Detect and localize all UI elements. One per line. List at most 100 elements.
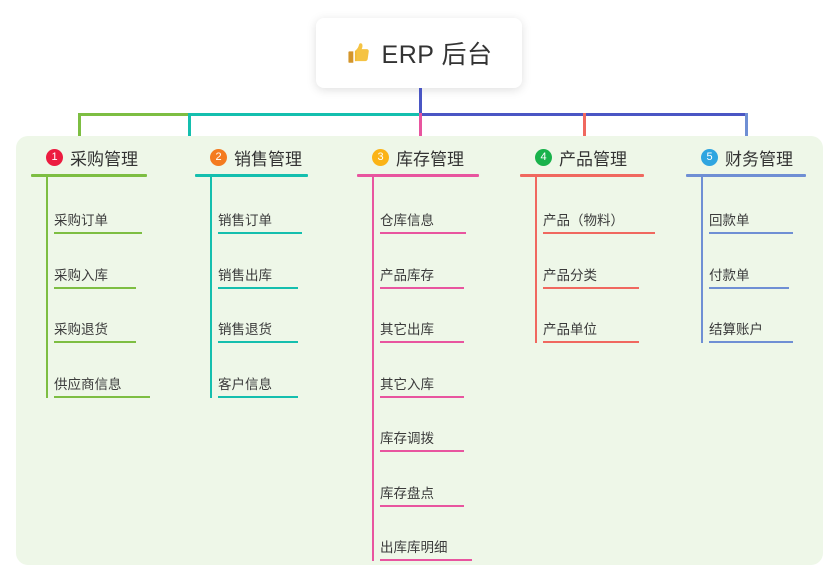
module-title-1: 采购管理 [70,150,138,169]
module-item[interactable]: 产品（物料） [543,202,669,234]
module-spine-5 [701,174,703,343]
module-header-3[interactable]: 3 库存管理 [372,145,464,170]
module-spine-1 [46,174,48,398]
module-item[interactable]: 供应商信息 [54,366,164,398]
module-title-2: 销售管理 [234,150,302,169]
module-item[interactable]: 采购入库 [54,257,150,289]
module-item-label: 销售出库 [218,267,272,283]
module-spine-3 [372,174,374,561]
module-header-4[interactable]: 4 产品管理 [535,145,627,170]
module-item-label: 销售订单 [218,213,272,228]
bus-segment-2 [188,113,419,116]
module-item[interactable]: 回款单 [709,202,807,234]
module-item[interactable]: 客户信息 [218,366,312,398]
module-item[interactable]: 采购退货 [54,311,150,343]
module-header-rule-5 [686,174,806,177]
module-item-label: 销售退货 [218,322,272,337]
module-header-5[interactable]: 5 财务管理 [701,145,793,170]
modules-panel: 1 采购管理采购订单采购入库采购退货供应商信息 2 销售管理销售订单销售出库销售退货客… [16,136,823,565]
module-item-rule [709,341,793,343]
module-header-2[interactable]: 2 销售管理 [210,145,302,170]
drop-line-2 [188,113,191,142]
module-badge-5: 5 [701,149,718,166]
module-item-label: 库存调拨 [380,431,434,446]
module-item[interactable]: 出库库明细 [380,529,486,561]
module-column-4: 4 产品管理产品（物料） 产品分类产品单位 [520,136,665,565]
module-item-label: 其它入库 [380,376,434,392]
module-item[interactable]: 其它入库 [380,366,478,398]
drop-line-3 [419,113,422,142]
module-item[interactable]: 库存调拨 [380,420,478,452]
module-column-2: 2 销售管理销售订单销售出库销售退货客户信息 [195,136,329,565]
module-item[interactable]: 其它出库 [380,311,478,343]
title-inner: ERP 后台 [346,35,493,71]
module-item-rule [218,286,298,289]
module-badge-3: 3 [372,149,389,166]
drop-line-4 [583,113,586,142]
module-spine-4 [535,174,537,343]
module-item-rule [218,232,302,234]
module-title-3: 库存管理 [396,150,464,169]
module-item-label: 供应商信息 [54,376,122,392]
module-item-rule [380,450,464,452]
module-item-label: 其它出库 [380,322,434,337]
module-item-rule [380,395,464,398]
module-item[interactable]: 库存盘点 [380,475,478,507]
module-item-label: 出库库明细 [380,540,448,555]
module-item-rule [54,395,150,398]
module-header-rule-3 [357,174,479,177]
module-item[interactable]: 结算账户 [709,311,807,343]
drop-line-5 [745,113,748,142]
module-item-label: 产品单位 [543,322,597,337]
module-item[interactable]: 销售退货 [218,311,312,343]
thumbs-up-icon [347,43,369,63]
module-item-label: 付款单 [709,267,750,283]
module-item-rule [54,341,136,343]
module-item-label: 客户信息 [218,376,272,392]
module-column-3: 3 库存管理仓库信息产品库存其它出库其它入库库存调拨库存盘点出库库明细 [357,136,499,565]
module-item-rule [218,395,298,398]
module-item[interactable]: 付款单 [709,257,803,289]
module-column-1: 1 采购管理采购订单采购入库采购退货供应商信息 [31,136,167,565]
module-item-rule [380,286,464,289]
module-item-label: 采购入库 [54,267,108,283]
module-header-rule-2 [195,174,308,177]
module-item[interactable]: 产品单位 [543,311,653,343]
module-item-label: 产品（物料） [543,213,624,228]
module-title-4: 产品管理 [559,150,627,169]
module-item-label: 采购订单 [54,213,108,228]
module-header-rule-4 [520,174,644,177]
module-item-rule [543,232,655,234]
module-item[interactable]: 产品库存 [380,257,478,289]
module-header-rule-1 [31,174,147,177]
module-item-label: 仓库信息 [380,213,434,228]
module-spine-2 [210,174,212,398]
bus-segment-3 [419,113,745,116]
module-item[interactable]: 仓库信息 [380,202,480,234]
module-title-5: 财务管理 [725,150,793,169]
drop-line-1 [78,113,81,142]
module-item-rule [380,341,464,343]
module-header-1[interactable]: 1 采购管理 [46,145,138,170]
module-item-rule [380,232,466,234]
module-item-rule [709,232,793,234]
module-item-rule [543,341,639,343]
module-badge-1: 1 [46,149,63,166]
module-item-rule [54,286,136,289]
root-node-erp-backend[interactable]: ERP 后台 [316,18,522,88]
module-item[interactable]: 销售订单 [218,202,316,234]
module-item-rule [709,286,789,289]
trunk-line [419,88,422,116]
module-item[interactable]: 采购订单 [54,202,156,234]
module-item-label: 库存盘点 [380,485,434,501]
page-title: ERP 后台 [381,41,493,69]
module-badge-2: 2 [210,149,227,166]
module-badge-4: 4 [535,149,552,166]
module-item-rule [218,341,298,343]
module-item[interactable]: 产品分类 [543,257,653,289]
module-item-label: 结算账户 [709,322,763,337]
module-column-5: 5 财务管理回款单付款单结算账户 [686,136,827,565]
module-item[interactable]: 销售出库 [218,257,312,289]
module-item-rule [380,504,464,507]
module-item-rule [380,559,472,561]
